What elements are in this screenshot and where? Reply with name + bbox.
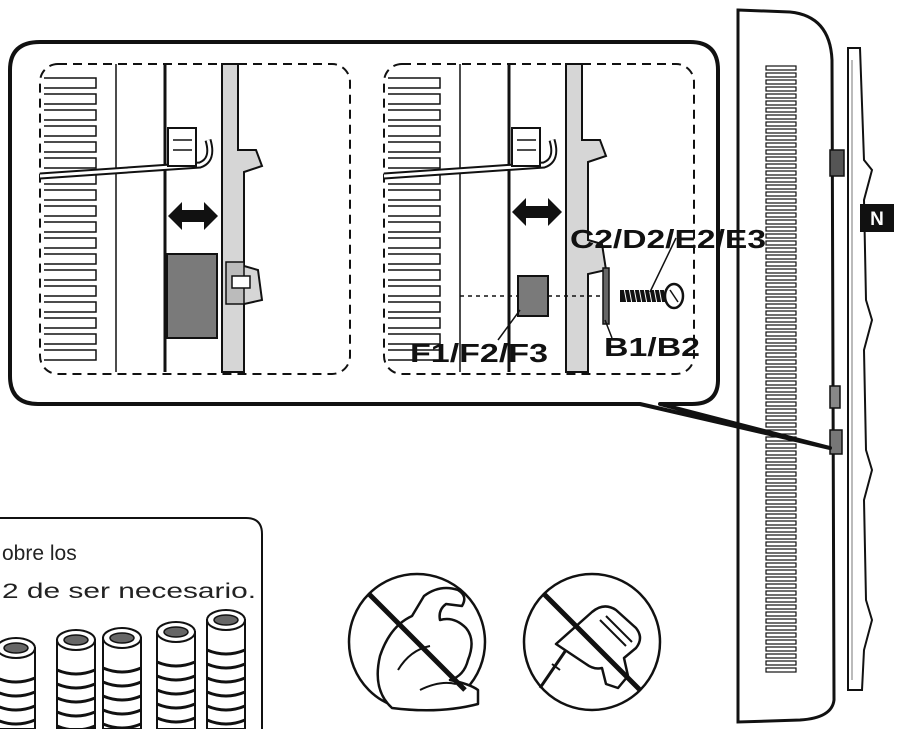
- panel-vents: [44, 77, 97, 361]
- detail-panel-before: [39, 63, 351, 375]
- tv-vent-slots: [765, 65, 797, 673]
- gap-double-arrow: [168, 202, 218, 230]
- spacer-installed: [166, 253, 218, 339]
- spacer-piece: [102, 627, 142, 729]
- badge-n-label: N: [870, 209, 884, 230]
- label-spacers: F1/F2/F3: [410, 338, 548, 368]
- detail-panel-exploded: [383, 63, 695, 375]
- spacer-piece: [56, 629, 96, 729]
- cable-plug: [167, 127, 197, 167]
- gap-double-arrow: [512, 198, 562, 226]
- no-power-drill-icon: [522, 572, 662, 712]
- note-line-2: 2 de ser necesario.: [2, 580, 256, 603]
- note-line-1: obre los: [2, 542, 77, 565]
- label-washers: B1/B2: [604, 332, 700, 362]
- badge-n: [860, 204, 894, 232]
- tv-side-view: [736, 8, 845, 724]
- note-box: obre los 2 de ser necesario.: [0, 517, 263, 729]
- spacer-piece: [156, 621, 196, 729]
- cable-plug: [511, 127, 541, 167]
- spacer-assortment: [0, 609, 246, 729]
- washer: [602, 267, 610, 325]
- screw: [620, 282, 685, 310]
- zoom-callout: [8, 40, 832, 450]
- no-force-icon: [347, 572, 487, 712]
- spacer-piece: [206, 609, 246, 729]
- spacer-piece: [0, 637, 36, 729]
- spacer: [517, 275, 549, 317]
- wall-plate: [847, 47, 874, 691]
- wall-bracket: [565, 63, 608, 373]
- label-screws: C2/D2/E2/E3: [570, 224, 766, 254]
